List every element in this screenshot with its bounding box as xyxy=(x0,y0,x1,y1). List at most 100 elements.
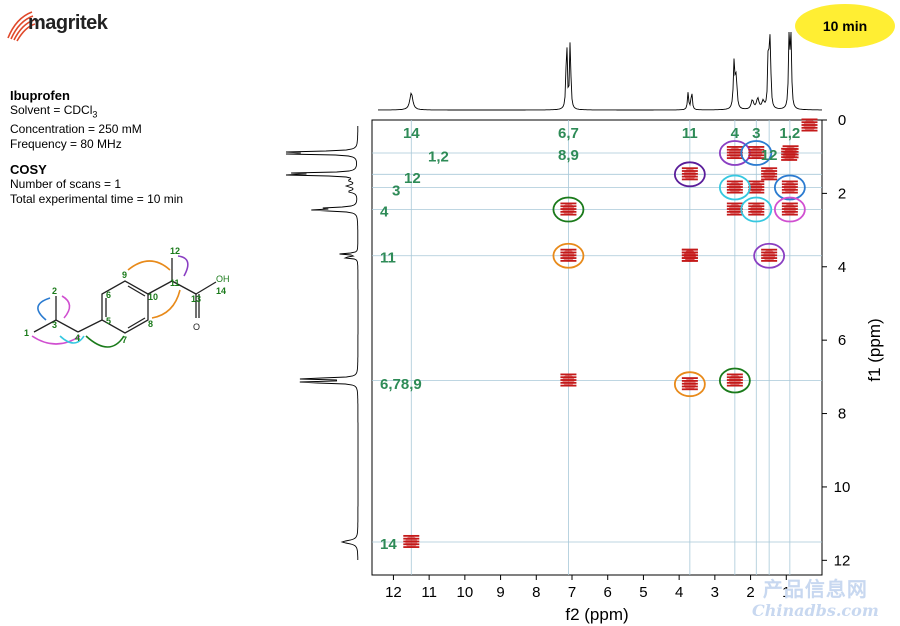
side-peak-label: 11 xyxy=(380,250,396,267)
peak-core xyxy=(728,147,741,160)
peak-stripe xyxy=(781,202,798,205)
x-tick-label: 6 xyxy=(604,584,612,601)
peak-core xyxy=(683,378,696,391)
x-tick-label: 12 xyxy=(385,584,402,601)
svg-text:13: 13 xyxy=(191,294,201,304)
peak-stripe xyxy=(681,167,698,170)
diagonal-peak xyxy=(801,118,818,132)
peak-core xyxy=(783,203,796,216)
total-time-line: Total experimental time = 10 min xyxy=(10,192,184,207)
plot-frame xyxy=(371,119,823,576)
peak-core xyxy=(562,203,575,216)
diagonal-peak xyxy=(761,167,778,181)
peak-core xyxy=(750,181,763,194)
top-peak-label: 3 xyxy=(752,125,760,142)
x-tick-label: 9 xyxy=(496,584,504,601)
logo-swoosh-icon xyxy=(7,11,36,42)
concentration-line: Concentration = 250 mM xyxy=(10,122,142,137)
side-peak-label: 12 xyxy=(404,170,421,187)
peak-gridlines xyxy=(372,120,822,575)
f1-projection-trace xyxy=(285,126,359,560)
y-tick-label: 6 xyxy=(838,332,846,349)
cross-peak xyxy=(761,248,778,262)
watermark: 产品信息网 Chinadbs.com xyxy=(752,578,879,622)
atom-labels: 1 2 3 4 5 6 7 8 9 10 11 12 13 14 xyxy=(24,246,226,345)
diagonal-peak xyxy=(781,147,798,161)
cross-peak-circle xyxy=(753,242,786,269)
y-tick-label: 2 xyxy=(838,185,846,202)
cross-peak xyxy=(748,202,765,216)
svg-text:OH: OH xyxy=(216,274,230,284)
cross-peak xyxy=(560,202,577,216)
side-peak-label: 14 xyxy=(380,536,397,553)
diagonal-peak xyxy=(560,373,577,387)
cross-peak xyxy=(781,202,798,216)
peak-stripe xyxy=(403,534,420,537)
peak-core xyxy=(405,535,418,548)
top-peak-label: 6,7 xyxy=(558,125,579,142)
peak-core xyxy=(763,168,776,181)
peak-stripe xyxy=(681,377,698,379)
peak-core xyxy=(562,374,575,387)
cross-peak xyxy=(681,167,698,181)
svg-text:O: O xyxy=(193,322,200,332)
compound-name: Ibuprofen xyxy=(10,88,70,103)
x-axis-title: f2 (ppm) xyxy=(565,605,628,624)
peak-stripe xyxy=(726,202,743,205)
peak-stripe xyxy=(560,202,577,205)
peak-stripe xyxy=(781,147,798,150)
y-tick-label: 8 xyxy=(838,406,846,423)
f2-projection-trace xyxy=(378,31,822,111)
peak-stripe xyxy=(726,180,743,183)
svg-text:5: 5 xyxy=(106,316,111,326)
peak-core xyxy=(783,181,796,194)
side-peak-label: 1,2 xyxy=(428,149,449,166)
peak-stripe xyxy=(781,180,798,183)
molecule-bonds xyxy=(33,258,217,334)
peak-core xyxy=(728,203,741,216)
sample-info: Ibuprofen Solvent = CDCl3 Concentration … xyxy=(10,88,183,207)
svg-text:14: 14 xyxy=(216,286,226,296)
y-tick-label: 4 xyxy=(838,259,846,276)
svg-text:1: 1 xyxy=(24,328,29,338)
peak-core xyxy=(750,147,763,160)
time-badge: 10 min xyxy=(795,4,895,48)
frequency-line: Frequency = 80 MHz xyxy=(10,137,122,152)
x-tick-label: 1 xyxy=(782,584,790,601)
cross-peaks xyxy=(552,140,806,398)
diagonal-peak xyxy=(726,202,743,216)
cross-peak-circle xyxy=(773,196,806,223)
y-tick-label: 0 xyxy=(838,112,846,129)
peak-core xyxy=(562,249,575,262)
peak-stripe xyxy=(761,167,778,170)
peak-stripe xyxy=(801,118,818,121)
top-peak-label: 1,2 xyxy=(779,125,800,142)
peak-core xyxy=(728,374,741,387)
top-peak-label: 12 xyxy=(761,147,778,164)
x-tick-label: 4 xyxy=(675,584,683,601)
logo-text: magritek xyxy=(28,12,108,34)
peak-stripe xyxy=(748,180,765,183)
peak-core xyxy=(763,249,776,262)
peak-stripe xyxy=(748,146,765,148)
peak-core xyxy=(783,148,796,161)
cross-peak xyxy=(748,146,765,160)
side-peak-label: 4 xyxy=(380,204,389,221)
x-tick-label: 10 xyxy=(457,584,474,601)
diagonal-peak xyxy=(748,180,765,194)
peak-core xyxy=(683,249,696,262)
svg-text:12: 12 xyxy=(170,246,180,256)
f2-projection xyxy=(378,31,822,111)
y-axis-title: f1 (ppm) xyxy=(865,318,884,381)
time-badge-label: 10 min xyxy=(822,18,868,34)
experiment-name: COSY xyxy=(10,162,47,178)
peak-core xyxy=(803,119,816,132)
coupling-arrows xyxy=(31,255,189,348)
peak-stripe xyxy=(726,373,743,376)
cross-peak-circle xyxy=(673,161,706,188)
top-peak-label: 8,9 xyxy=(558,147,579,164)
peak-stripe xyxy=(560,373,577,376)
cross-peak xyxy=(726,373,743,387)
